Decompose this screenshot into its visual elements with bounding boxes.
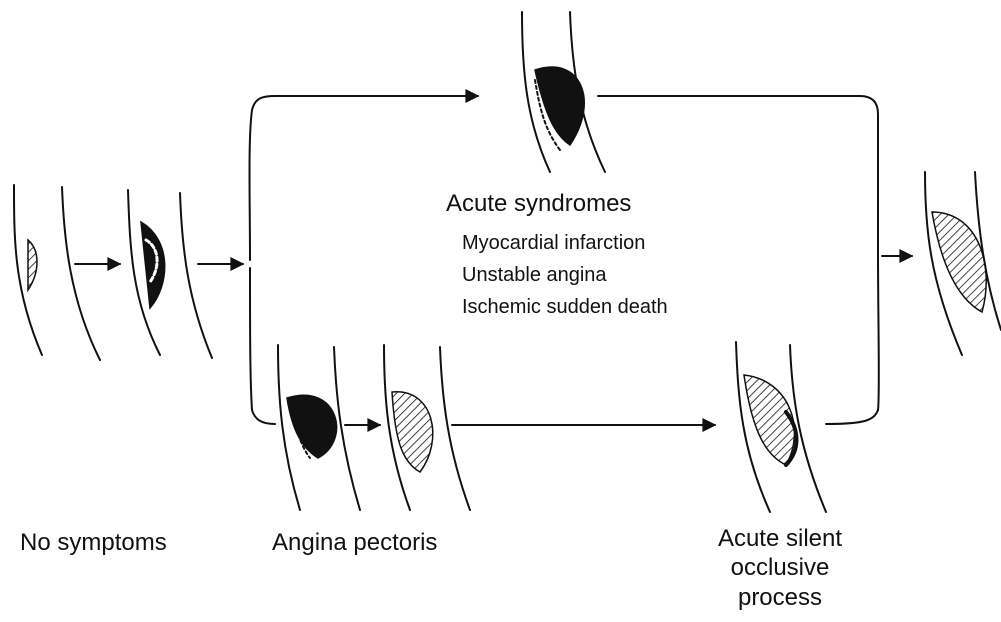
flow-connectors [75, 96, 912, 425]
label-angina-pectoris: Angina pectoris [272, 528, 437, 557]
acute-syndrome-item: Myocardial infarction [462, 231, 645, 255]
vessel-stable-plaque [384, 345, 470, 510]
vessel-complicated-plaque [128, 190, 212, 358]
vessel-thrombus-angina [278, 345, 360, 510]
label-no-symptoms: No symptoms [20, 528, 167, 557]
vessel-silent-occlusion [736, 342, 826, 512]
vessel-healed-right [925, 172, 1001, 355]
vessel-thrombus-acute [522, 12, 605, 172]
label-acute-silent-line-2: occlusive [690, 553, 870, 582]
label-acute-silent-line-1: Acute silent [690, 524, 870, 553]
label-acute-silent-occlusive: Acute silent occlusive process [690, 524, 870, 612]
acute-syndrome-item: Unstable angina [462, 263, 607, 287]
bracket-to-angina [250, 268, 275, 424]
label-acute-silent-line-3: process [690, 583, 870, 612]
acute-syndromes-heading: Acute syndromes [446, 189, 631, 218]
arrow-to-acute-syndromes [250, 96, 479, 260]
vessel-early-lesion [14, 185, 100, 360]
acute-syndrome-item: Ischemic sudden death [462, 295, 668, 319]
